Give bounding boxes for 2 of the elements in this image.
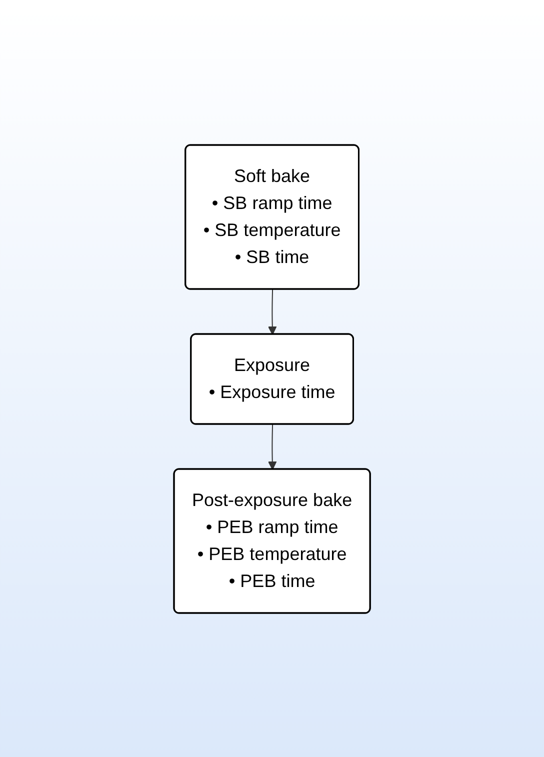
arrow [268,288,277,334]
arrow [268,424,277,470]
